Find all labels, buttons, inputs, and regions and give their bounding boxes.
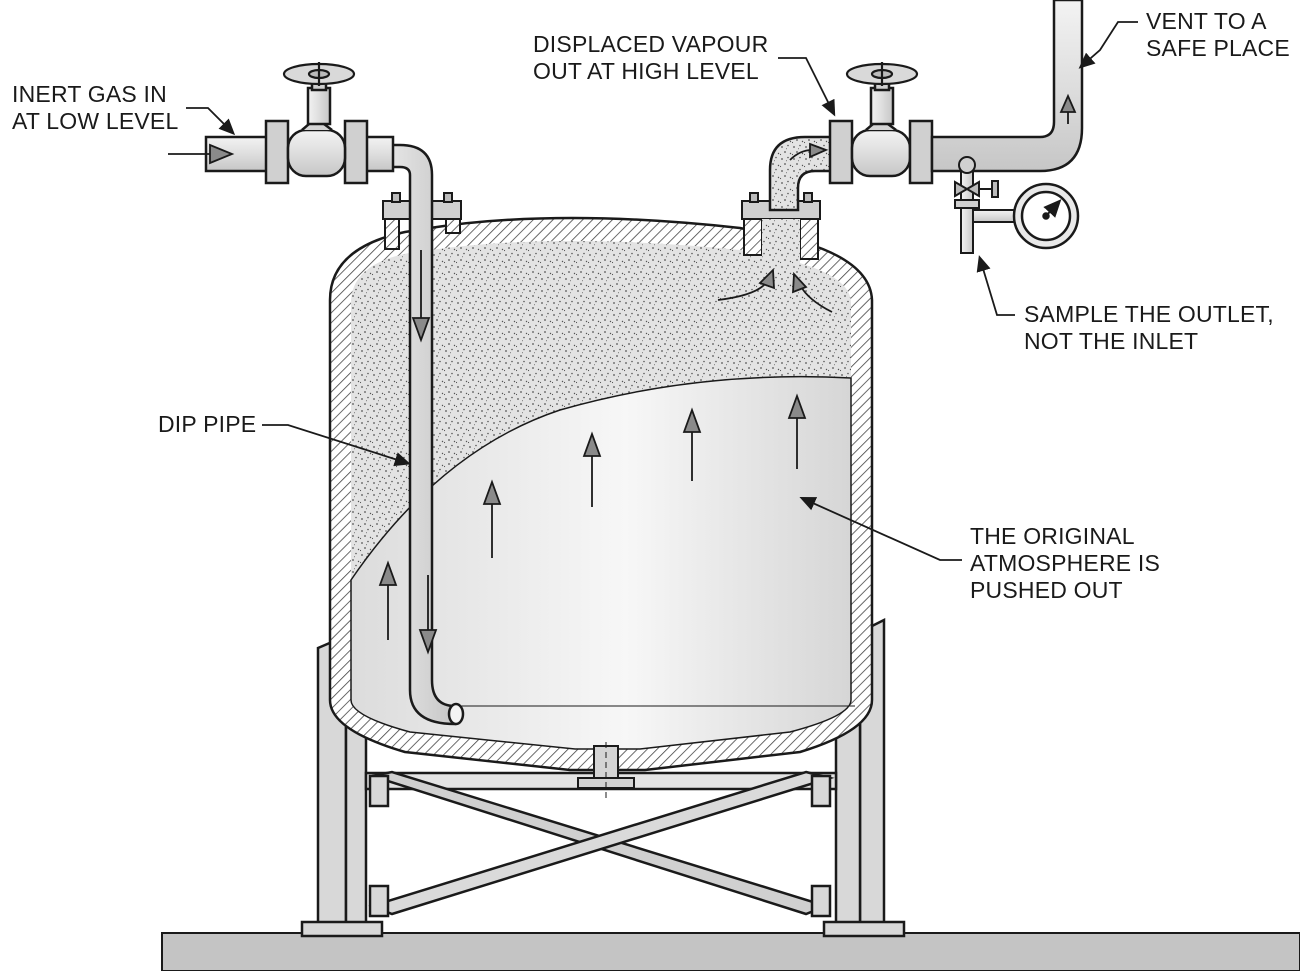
label-line: DISPLACED VAPOUR <box>533 31 769 57</box>
outlet-pipe <box>768 0 1084 212</box>
label-line: NOT THE INLET <box>1024 328 1199 354</box>
valve-handwheel-icon <box>845 62 919 86</box>
label-line: SAFE PLACE <box>1146 35 1290 61</box>
label-line: VENT TO A <box>1146 8 1267 34</box>
vapour-region <box>351 241 851 580</box>
ground <box>161 932 1300 971</box>
label-line: AT LOW LEVEL <box>12 108 179 134</box>
inert-gas-label: INERT GAS IN AT LOW LEVEL <box>12 81 178 135</box>
atmosphere-label: THE ORIGINAL ATMOSPHERE IS PUSHED OUT <box>970 523 1160 604</box>
label-line: PUSHED OUT <box>970 577 1123 603</box>
dip-pipe-label: DIP PIPE <box>158 411 256 438</box>
flow-arrows <box>168 93 1077 655</box>
label-line: DIP PIPE <box>158 411 257 437</box>
pressure-gauge-icon <box>1012 182 1080 250</box>
sample-valve-icon <box>954 156 1018 254</box>
label-line: INERT GAS IN <box>12 81 167 107</box>
label-line: ATMOSPHERE IS <box>970 550 1161 576</box>
valve-handwheel-icon <box>282 62 356 86</box>
displaced-vapour-label: DISPLACED VAPOUR OUT AT HIGH LEVEL <box>533 31 768 85</box>
vent-label: VENT TO A SAFE PLACE <box>1146 8 1290 62</box>
dip-pipe <box>356 143 465 726</box>
bottom-nozzle <box>577 742 635 800</box>
support-frame <box>300 617 906 938</box>
inlet-pipe <box>204 73 395 185</box>
original-atmosphere-region <box>350 375 852 750</box>
label-line: OUT AT HIGH LEVEL <box>533 58 759 84</box>
outlet-nozzle <box>741 192 821 265</box>
leader-lines <box>186 21 1138 561</box>
label-line: SAMPLE THE OUTLET, <box>1024 301 1274 327</box>
sample-label: SAMPLE THE OUTLET, NOT THE INLET <box>1024 301 1274 355</box>
label-line: THE ORIGINAL <box>970 523 1135 549</box>
